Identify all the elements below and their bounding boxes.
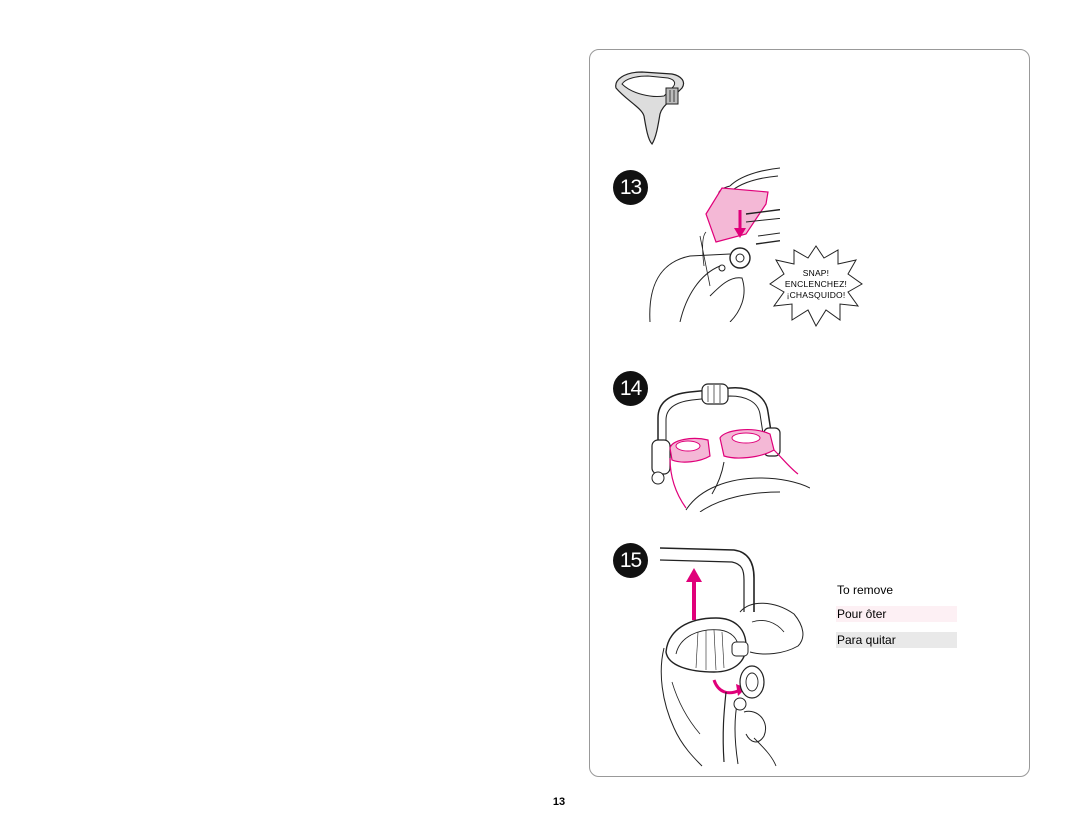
cupholder-part-illustration [615,71,685,145]
remove-label-en: To remove [837,583,894,597]
snap-callout-text: SNAP! ENCLENCHEZ! ¡CHASQUIDO! [766,268,866,301]
step-14-badge: 14 [613,371,648,406]
page-number: 13 [552,796,566,808]
step-15-badge: 15 [613,543,648,578]
remove-label-fr: Pour ôter [836,606,957,622]
snap-line-en: SNAP! [802,268,830,278]
snap-burst-icon [769,245,863,328]
remove-label-es: Para quitar [836,632,957,648]
snap-line-es: ¡CHASQUIDO! [786,290,846,300]
step-14-attached-illustration [651,383,810,512]
snap-line-fr: ENCLENCHEZ! [784,279,848,289]
step-15-remove-illustration [659,547,804,767]
step-13-attach-illustration [649,167,780,322]
step-13-badge: 13 [613,170,648,205]
